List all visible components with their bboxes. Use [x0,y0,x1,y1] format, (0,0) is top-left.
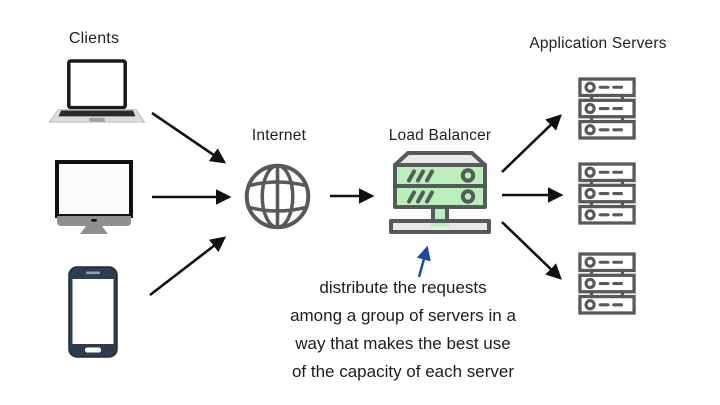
server-stack-icon [578,252,636,316]
arrow-phone-to-internet [149,236,227,297]
arrow-laptop-to-internet [151,111,227,164]
server-stack-icon [578,162,636,226]
annotation-line: among a group of servers in a [290,306,516,325]
monitor-icon [55,160,133,234]
annotation-line: of the capacity of each server [291,362,515,381]
load-balancer-annotation: distribute the requests among a group of… [290,274,516,386]
annotation-line: distribute the requests [319,278,487,297]
server-stack-icon [578,77,636,141]
globe-icon [244,163,311,230]
annotation-pointer-arrow [416,245,431,278]
internet-label: Internet [251,127,307,144]
arrow-lb-to-server-3 [501,221,562,280]
load-balancer-icon [388,150,492,238]
clients-label: Clients [68,30,120,47]
arrow-lb-to-server-1 [501,114,562,173]
smartphone-icon [68,266,118,358]
application-servers-label: Application Servers [529,35,667,52]
laptop-icon [48,59,146,129]
load-balancer-label: Load Balancer [388,127,492,144]
annotation-line: way that makes the best use [295,334,511,353]
